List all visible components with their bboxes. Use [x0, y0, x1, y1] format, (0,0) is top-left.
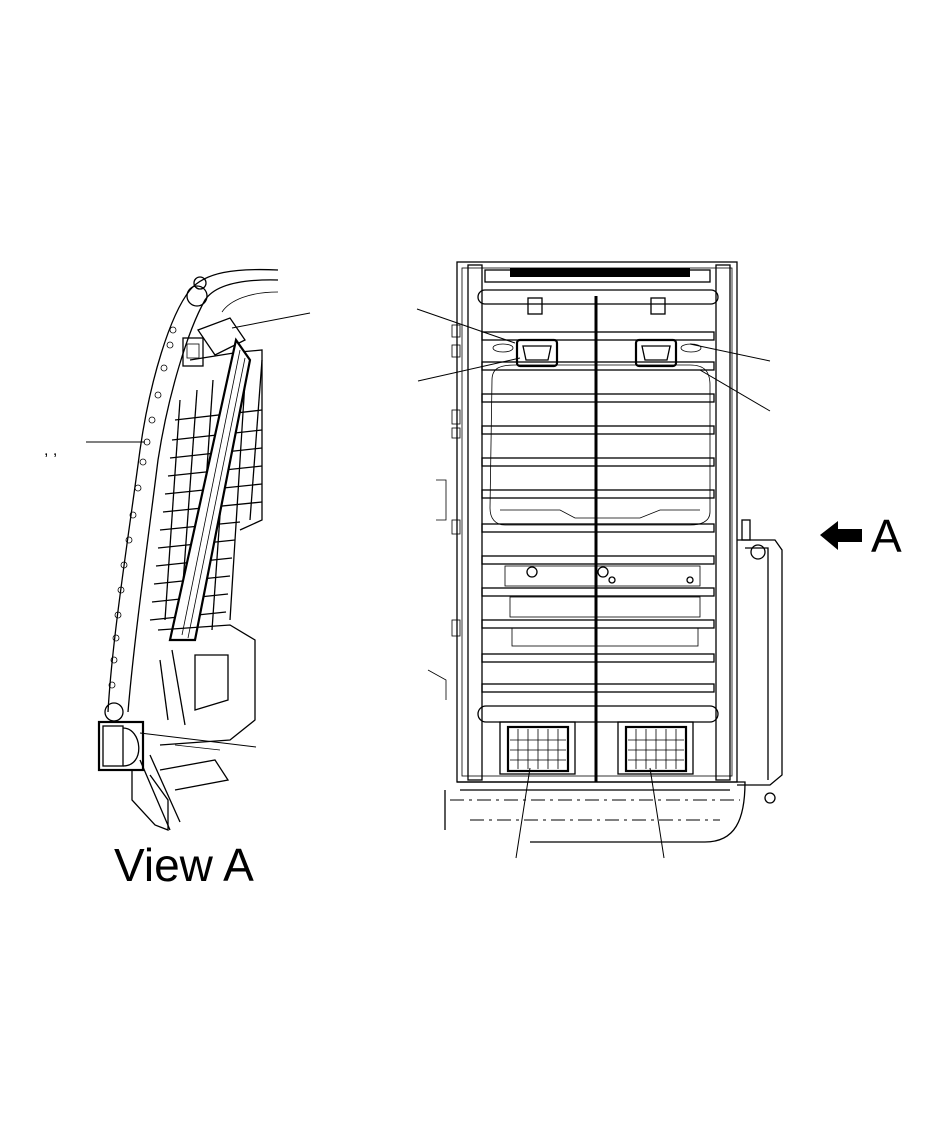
- leader-line-lower-lamp-left: [515, 767, 531, 859]
- leader-line-upper-lamp-a: [416, 308, 516, 344]
- top-radiator-bar: [510, 268, 690, 277]
- lower-lamp-right: [617, 721, 694, 775]
- left-arrow-icon: [820, 521, 862, 550]
- leader-line-side-lamp: [139, 732, 257, 748]
- view-a-arrow: A: [820, 510, 902, 562]
- guard-bars: [481, 331, 715, 693]
- work-lamp-side: [97, 720, 145, 772]
- guard-assembly-view: [427, 261, 783, 843]
- leader-line-upper-lamp-b: [417, 357, 521, 382]
- leader-line-upper-lamp-c: [689, 343, 771, 362]
- upper-lamp-left: [492, 338, 559, 368]
- lower-lamp-left: [499, 721, 576, 775]
- side-view-a: [97, 268, 279, 831]
- leader-line-upper-lamp-d: [699, 369, 771, 412]
- view-arrow-label: A: [871, 510, 902, 562]
- leader-line-upper-bracket: [231, 312, 311, 329]
- view-a-caption: View A: [114, 839, 254, 891]
- frame-bolt-holes: [108, 326, 177, 689]
- leader-line-lower-lamp-right: [649, 767, 665, 859]
- comma-label: , ,: [44, 442, 57, 459]
